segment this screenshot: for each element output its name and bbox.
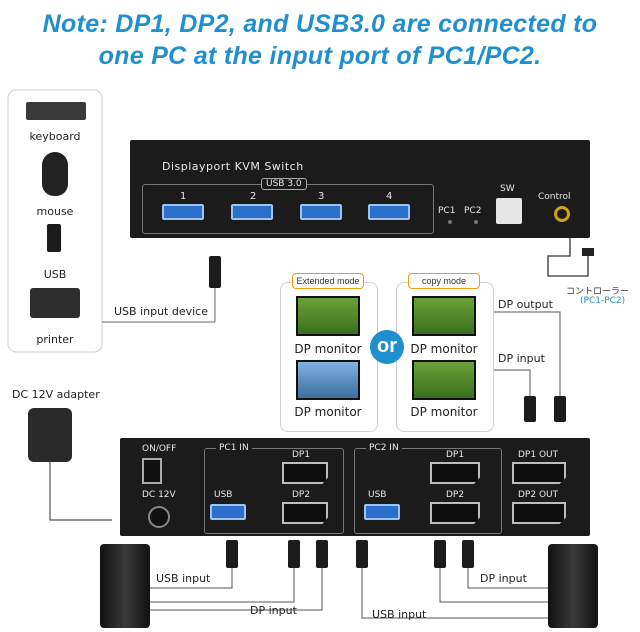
pc2-dp1-label: DP1 bbox=[446, 450, 465, 460]
note-line-1: Note: DP1, DP2, and USB3.0 are connected… bbox=[42, 10, 598, 38]
dp2-out-port[interactable] bbox=[512, 502, 566, 524]
pc2-dp1-plug-icon bbox=[434, 540, 446, 568]
pc1-indicator-label: PC1 bbox=[438, 206, 456, 216]
port-1-label: 1 bbox=[180, 191, 187, 202]
pc1-dp1-port[interactable] bbox=[282, 462, 328, 484]
extended-monitor-1-icon bbox=[296, 296, 360, 336]
pc1-usb-label: USB bbox=[214, 490, 233, 500]
controller-plug-icon bbox=[582, 248, 594, 256]
pc1-dp1-plug-icon bbox=[288, 540, 300, 568]
adapter-cable bbox=[49, 460, 112, 521]
kvm-name: Displayport KVM Switch bbox=[162, 160, 304, 173]
port-4-label: 4 bbox=[386, 191, 393, 202]
usb-input-left-line bbox=[150, 566, 233, 589]
pc2-led bbox=[474, 220, 478, 224]
printer-label: printer bbox=[36, 333, 74, 346]
sw-label: SW bbox=[500, 184, 515, 194]
on-off-label: ON/OFF bbox=[142, 444, 177, 454]
pc2-dp1-port[interactable] bbox=[430, 462, 480, 484]
pc1-in-label: PC1 IN bbox=[216, 443, 252, 453]
pc2-tower-icon bbox=[548, 544, 598, 628]
pc1-tower-icon bbox=[100, 544, 150, 628]
front-usb-port-2[interactable] bbox=[231, 204, 273, 220]
extended-monitor-1-label: DP monitor bbox=[294, 342, 362, 356]
controller-label: コントローラー bbox=[566, 287, 630, 297]
pc1-dp2-port[interactable] bbox=[282, 502, 328, 524]
pc1-dp1-label: DP1 bbox=[292, 450, 311, 460]
pc2-dp2-port[interactable] bbox=[430, 502, 480, 524]
controller-cable bbox=[547, 205, 589, 277]
front-usb-port-1[interactable] bbox=[162, 204, 204, 220]
front-usb-port-3[interactable] bbox=[300, 204, 342, 220]
pc2-indicator-label: PC2 bbox=[464, 206, 482, 216]
copy-monitor-1-label: DP monitor bbox=[410, 342, 478, 356]
dp-input-top-label: DP input bbox=[498, 352, 545, 365]
pc2-in-group bbox=[354, 448, 502, 534]
pc1-dp2-plug-icon bbox=[316, 540, 328, 568]
power-switch[interactable] bbox=[142, 458, 162, 484]
dp1-out-port[interactable] bbox=[512, 462, 566, 484]
extended-mode-tag: Extended mode bbox=[292, 273, 364, 289]
keyboard-label: keyboard bbox=[29, 130, 81, 143]
front-usb-port-4[interactable] bbox=[368, 204, 410, 220]
usb-drive-icon bbox=[47, 224, 61, 252]
pc1-dp2-label: DP2 bbox=[292, 490, 311, 500]
usb-input-left-label: USB input bbox=[156, 572, 211, 585]
dp-plug-2-icon bbox=[554, 396, 566, 422]
port-2-label: 2 bbox=[250, 191, 257, 202]
copy-mode-tag: copy mode bbox=[408, 273, 480, 289]
mouse-label: mouse bbox=[36, 205, 74, 218]
usb-label: USB bbox=[43, 268, 67, 281]
usb-input-device-label: USB input device bbox=[114, 305, 208, 318]
dp-output-line bbox=[487, 311, 561, 398]
sw-button[interactable] bbox=[496, 198, 522, 224]
pc1-led bbox=[448, 220, 452, 224]
pc2-usb-label: USB bbox=[368, 490, 387, 500]
dc12v-label: DC 12V bbox=[142, 490, 176, 500]
note-line-2: one PC at the input port of PC1/PC2. bbox=[98, 42, 542, 70]
dp-input-right-label: DP input bbox=[480, 572, 527, 585]
pc2-usb-port[interactable] bbox=[364, 504, 400, 520]
extended-monitor-2-icon bbox=[296, 360, 360, 400]
adapter-label: DC 12V adapter bbox=[12, 388, 100, 401]
usb-input-right-label: USB input bbox=[372, 608, 427, 621]
dp1-out-label: DP1 OUT bbox=[518, 450, 559, 460]
mouse-icon bbox=[42, 152, 68, 196]
dp2-out-label: DP2 OUT bbox=[518, 490, 559, 500]
dp-input-right-line bbox=[467, 566, 548, 589]
copy-monitor-2-label: DP monitor bbox=[410, 405, 478, 419]
dp-plug-1-icon bbox=[524, 396, 536, 422]
kvm-back-panel: ON/OFF DC 12V PC1 IN DP1 USB DP2 PC2 IN … bbox=[120, 438, 590, 536]
usb-header: USB 3.0 bbox=[261, 178, 307, 190]
pc1-usb-plug-icon bbox=[226, 540, 238, 568]
control-label: Control bbox=[538, 192, 571, 202]
pc2-dp2-label: DP2 bbox=[446, 490, 465, 500]
peripherals-box-outline bbox=[7, 89, 103, 353]
pc2-in-label: PC2 IN bbox=[366, 443, 402, 453]
copy-monitor-1-icon bbox=[412, 296, 476, 336]
pc1-usb-port[interactable] bbox=[210, 504, 246, 520]
extended-monitor-2-label: DP monitor bbox=[294, 405, 362, 419]
dp-input-line bbox=[487, 369, 531, 398]
dc-jack[interactable] bbox=[148, 506, 170, 528]
controller-sub-label: (PC1-PC2) bbox=[580, 296, 626, 306]
pc2-dp2-plug-icon bbox=[462, 540, 474, 568]
usb-plug-icon bbox=[209, 256, 221, 288]
keyboard-icon bbox=[26, 102, 86, 120]
pc1-in-group bbox=[204, 448, 344, 534]
adapter-icon bbox=[28, 408, 72, 462]
control-jack[interactable] bbox=[554, 206, 570, 222]
kvm-front-panel: Displayport KVM Switch USB 3.0 1 2 3 4 P… bbox=[130, 140, 590, 238]
pc2-usb-plug-icon bbox=[356, 540, 368, 568]
dp-output-label: DP output bbox=[498, 298, 553, 311]
copy-monitor-2-icon bbox=[412, 360, 476, 400]
port-3-label: 3 bbox=[318, 191, 325, 202]
or-badge: or bbox=[370, 330, 404, 364]
printer-icon bbox=[30, 288, 80, 318]
dp-input-left-label: DP input bbox=[250, 604, 297, 617]
